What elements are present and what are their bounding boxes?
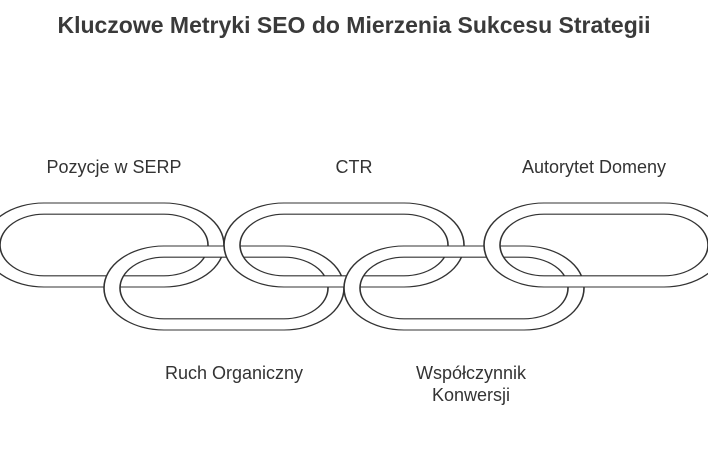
label-autorytet-domeny: Autorytet Domeny (521, 157, 667, 177)
chain-link-4 (343, 245, 585, 331)
label-wspolczynnik-konwersji: Współczynnik Konwersji (415, 363, 527, 405)
diagram-title: Kluczowe Metryki SEO do Mierzenia Sukces… (57, 12, 651, 38)
chain-link-2 (103, 245, 345, 331)
chain-link-3 (223, 202, 465, 288)
label-ruch-organiczny: Ruch Organiczny (164, 363, 304, 383)
label-pozycje-w-serp: Pozycje w SERP (46, 157, 182, 177)
chain-link-5 (483, 202, 708, 288)
label-ctr: CTR (335, 157, 373, 177)
